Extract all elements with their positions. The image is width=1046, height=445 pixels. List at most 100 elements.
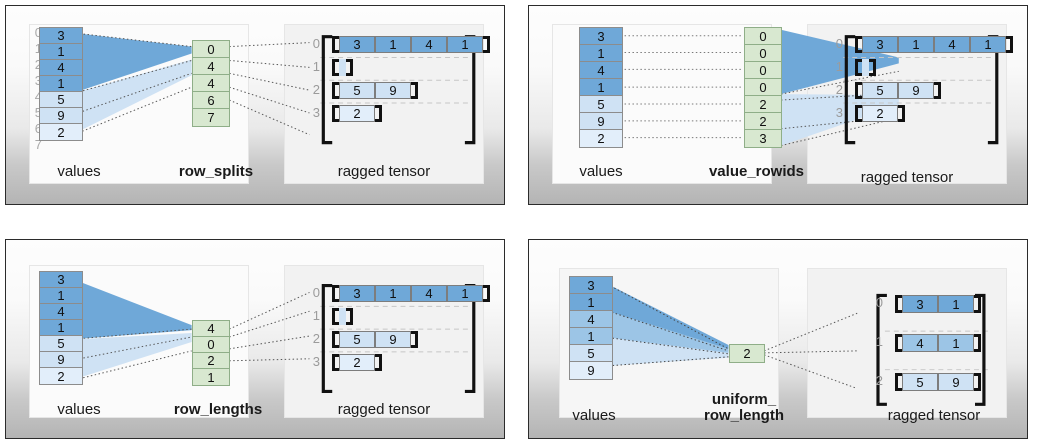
ragged-row-index: 2 <box>312 331 320 346</box>
close-bracket-icon <box>483 285 490 302</box>
encoding-cell: 2 <box>745 96 781 113</box>
ragged-row-index: 2 <box>312 82 320 97</box>
encoding-cell: 4 <box>193 75 229 92</box>
encoding-array: 2 <box>729 344 765 363</box>
value-cell: 9 <box>40 352 82 368</box>
ragged-value-cell: 9 <box>375 82 411 99</box>
value-cell: 3 <box>40 28 82 44</box>
value-cell: 2 <box>40 368 82 384</box>
ragged-row-index: 1 <box>875 334 883 349</box>
open-bracket-icon <box>332 82 339 99</box>
close-bracket-icon <box>411 331 418 348</box>
ragged-value-cell: 1 <box>970 36 1006 53</box>
ragged-row-index: 3 <box>835 105 843 120</box>
encoding-cell: 2 <box>745 113 781 130</box>
value-cell: 5 <box>40 92 82 108</box>
encoding-label: row_lengths <box>173 401 263 418</box>
close-bracket-icon <box>346 59 353 76</box>
values-label: values <box>57 401 101 418</box>
ragged-row: 2 <box>332 105 382 122</box>
encoding-label: value_rowids <box>708 163 805 180</box>
value-index-label: 3 <box>34 73 42 88</box>
ragged-tensor-label: ragged tensor <box>337 401 431 418</box>
open-bracket-icon <box>895 373 902 391</box>
ragged-value-cell: 4 <box>934 36 970 53</box>
open-bracket-icon <box>855 59 862 76</box>
ragged-value-cell: 4 <box>411 36 447 53</box>
close-bracket-icon <box>411 82 418 99</box>
value-cell: 1 <box>40 320 82 336</box>
value-cell: 1 <box>40 76 82 92</box>
ragged-value-cell: 5 <box>902 373 938 391</box>
ragged-tensor-label: ragged tensor <box>887 407 981 424</box>
value-cell: 5 <box>570 345 612 362</box>
value-index-label: 5 <box>34 105 42 120</box>
open-bracket-icon <box>332 36 339 53</box>
ragged-row-index: 3 <box>312 105 320 120</box>
value-cell: 4 <box>40 304 82 320</box>
ragged-row-index: 1 <box>312 308 320 323</box>
encoding-cell: 2 <box>193 353 229 369</box>
ragged-row-index: 2 <box>835 82 843 97</box>
value-cell: 5 <box>40 336 82 352</box>
value-cell: 4 <box>570 311 612 328</box>
values-label: values <box>57 163 101 180</box>
ragged-row <box>855 59 876 76</box>
ragged-value-cell: 1 <box>898 36 934 53</box>
value-cell: 3 <box>40 272 82 288</box>
encoding-cell: 4 <box>193 58 229 75</box>
ragged-value-cell: 3 <box>862 36 898 53</box>
ragged-row: 2 <box>855 105 905 122</box>
ragged-tensor-label: ragged tensor <box>860 169 954 186</box>
open-bracket-icon <box>332 105 339 122</box>
ragged-value-cell: 1 <box>375 285 411 302</box>
value-cell: 3 <box>570 277 612 294</box>
ragged-value-cell: 3 <box>339 285 375 302</box>
ragged-value-cell: 2 <box>339 354 375 371</box>
value-cell: 9 <box>580 113 622 130</box>
ragged-value-cell: 3 <box>902 295 938 313</box>
value-cell: 1 <box>580 45 622 62</box>
close-bracket-icon <box>974 295 981 313</box>
value-cell: 1 <box>40 288 82 304</box>
value-index-label: 7 <box>34 137 42 152</box>
close-bracket-icon <box>346 308 353 325</box>
encoding-cell: 2 <box>730 345 764 362</box>
ragged-value-cell: 4 <box>411 285 447 302</box>
value-cell: 4 <box>580 62 622 79</box>
value-cell: 1 <box>570 328 612 345</box>
encoding-cell: 0 <box>745 79 781 96</box>
values-label: values <box>579 163 623 180</box>
open-bracket-icon <box>332 285 339 302</box>
close-bracket-icon <box>375 105 382 122</box>
encoding-label: row_splits <box>178 163 254 180</box>
value-cell: 1 <box>40 44 82 60</box>
ragged-row-index: 1 <box>835 59 843 74</box>
close-bracket-icon <box>974 373 981 391</box>
value-index-label: 4 <box>34 89 42 104</box>
ragged-value-cell: 5 <box>339 331 375 348</box>
encoding-cell: 0 <box>193 41 229 58</box>
ragged-empty-row <box>862 59 869 76</box>
ragged-value-cell: 2 <box>862 105 898 122</box>
value-index-label: 2 <box>34 57 42 72</box>
close-bracket-icon <box>934 82 941 99</box>
ragged-tensor-label: ragged tensor <box>337 163 431 180</box>
open-bracket-icon <box>332 331 339 348</box>
open-bracket-icon <box>332 354 339 371</box>
value-index-label: 6 <box>34 121 42 136</box>
encoding-cell: 3 <box>745 130 781 147</box>
